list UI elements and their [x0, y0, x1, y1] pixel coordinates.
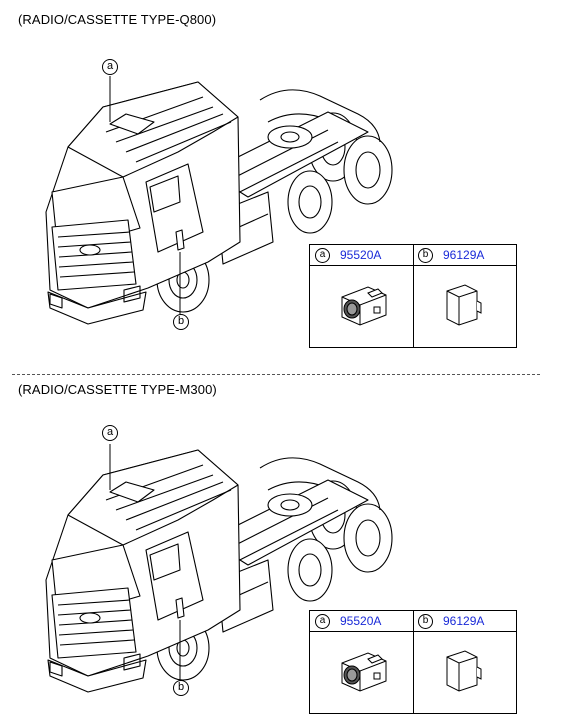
- part-number[interactable]: 95520A: [340, 614, 382, 628]
- section-divider: [12, 374, 540, 375]
- part-letter: b: [418, 247, 433, 263]
- part-letter: a: [315, 613, 330, 629]
- part-letter: b: [418, 613, 433, 629]
- callout-b: b: [173, 680, 189, 696]
- connector-block-icon: [446, 284, 482, 326]
- section-title: (RADIO/CASSETTE TYPE-Q800): [18, 12, 217, 27]
- callout-a: a: [102, 425, 118, 441]
- truck-illustration: [45, 76, 393, 325]
- part-a-header: a 95520A: [315, 613, 381, 629]
- connector-block-icon: [446, 650, 482, 692]
- radio-switch-icon: [341, 286, 387, 326]
- section-title: (RADIO/CASSETTE TYPE-M300): [18, 382, 217, 397]
- callout-a: a: [102, 59, 118, 75]
- truck-illustration: [45, 444, 393, 693]
- part-b-header: b 96129A: [418, 247, 484, 263]
- parts-table: a 95520A b 96129A: [309, 610, 517, 714]
- part-letter: a: [315, 247, 330, 263]
- part-a-header: a 95520A: [315, 247, 381, 263]
- section-q800: (RADIO/CASSETTE TYPE-Q800): [18, 12, 517, 348]
- section-m300: (RADIO/CASSETTE TYPE-M300): [0, 374, 562, 727]
- callout-b: b: [173, 314, 189, 330]
- part-b-header: b 96129A: [418, 613, 484, 629]
- part-number[interactable]: 96129A: [443, 248, 485, 262]
- part-number[interactable]: 96129A: [443, 614, 485, 628]
- part-number[interactable]: 95520A: [340, 248, 382, 262]
- parts-table: a 95520A b 96129A: [309, 244, 517, 348]
- radio-switch-icon: [341, 652, 387, 692]
